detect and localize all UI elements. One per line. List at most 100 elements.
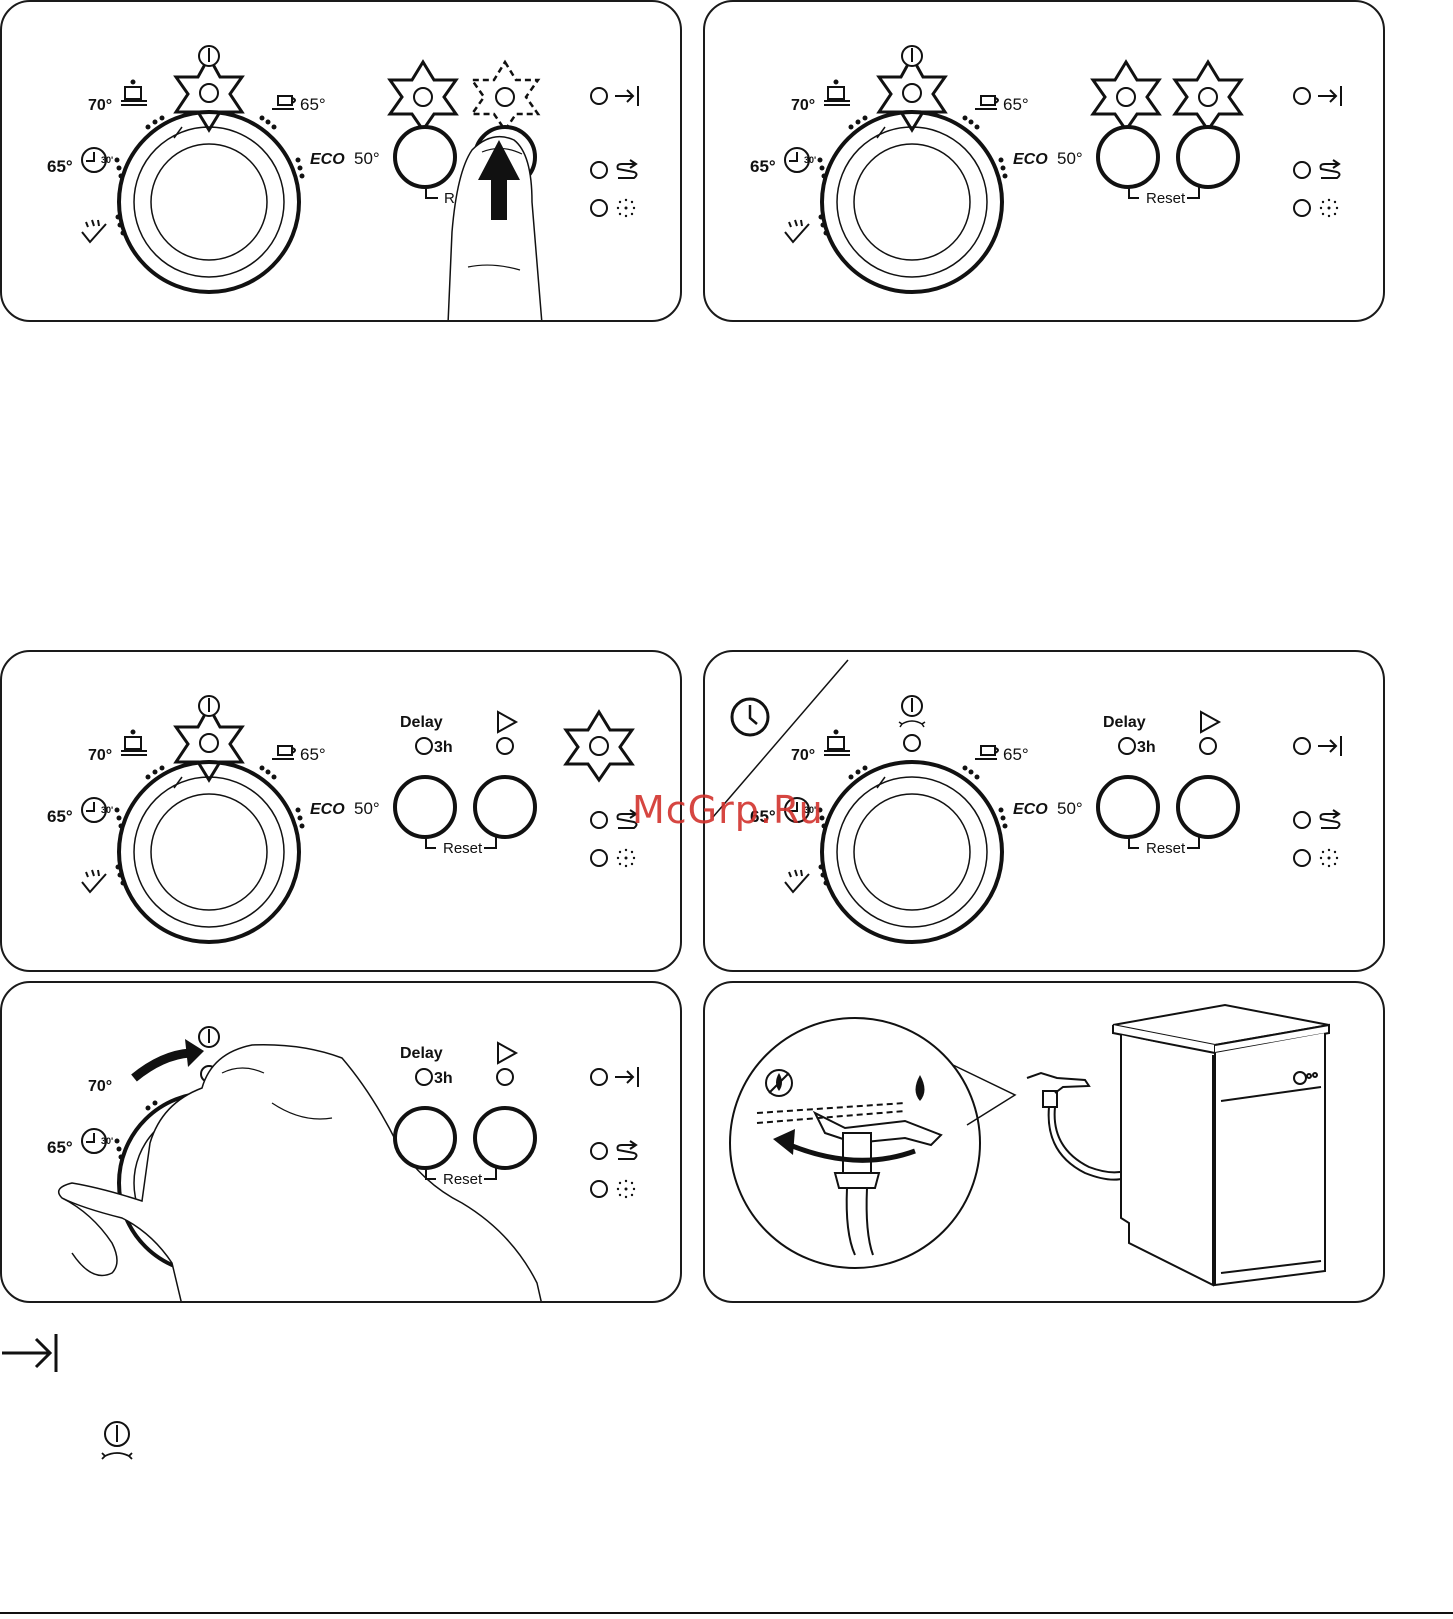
start-button[interactable]	[1178, 127, 1238, 187]
watermark: McGrp.Ru	[632, 788, 824, 832]
cup-icon	[975, 746, 998, 759]
start-indicator-flashing	[472, 62, 538, 130]
pots-icon	[121, 731, 147, 756]
dial-dots	[115, 766, 305, 886]
timer-30-label: 30'	[804, 155, 816, 165]
status-lights	[1294, 736, 1341, 867]
end-arrow-icon	[1318, 86, 1341, 106]
label-eco-temp: 50°	[1057, 149, 1083, 168]
delay-button[interactable]	[1098, 127, 1158, 187]
delay-button[interactable]	[395, 777, 455, 837]
label-eco-temp: 50°	[354, 149, 380, 168]
delay-label: Delay	[400, 714, 443, 731]
salt-refill-icon	[618, 1141, 637, 1159]
start-button[interactable]	[475, 777, 535, 837]
bottom-rule	[0, 1612, 1453, 1614]
label-70: 70°	[88, 97, 112, 114]
program-dial[interactable]	[822, 762, 1002, 942]
label-eco: ECO	[310, 151, 345, 168]
dial-dots	[818, 766, 1008, 886]
delay-button[interactable]	[1098, 777, 1158, 837]
program-dial[interactable]	[119, 762, 299, 942]
label-eco: ECO	[1013, 801, 1048, 818]
status-lights	[591, 86, 638, 217]
label-65-right: 65°	[300, 745, 326, 764]
timer-30-icon: 30'	[785, 148, 816, 172]
panel-both-flashing: 70° 65° 30' 65° ECO 50° Reset	[703, 0, 1385, 322]
start-indicator	[1200, 738, 1216, 754]
dial-dots	[115, 116, 305, 236]
panel-end-flashing: 70° 65° 30' 65° ECO 50° Delay 3h Reset	[0, 650, 682, 972]
delay-label: Delay	[400, 1045, 443, 1062]
power-icon	[899, 696, 925, 727]
power-icon	[97, 1418, 137, 1464]
rotate-arrow-icon	[134, 1039, 204, 1078]
label-65-right: 65°	[1003, 95, 1029, 114]
power-icon	[199, 696, 219, 716]
timer-30-label: 30'	[101, 155, 113, 165]
timer-30-icon: 30'	[82, 1129, 113, 1153]
play-icon	[1201, 712, 1219, 732]
prewash-icon	[785, 220, 809, 242]
program-dial[interactable]	[822, 112, 1002, 292]
salt-refill-icon	[1321, 160, 1340, 178]
label-eco: ECO	[310, 801, 345, 818]
end-arrow-icon	[0, 1328, 70, 1378]
clock-icon	[732, 699, 768, 735]
delay-hours: 3h	[434, 1070, 453, 1087]
dishwasher-illustration	[1113, 1005, 1329, 1285]
panel-turn-off: 70° 65° 30' Delay 3h Reset	[0, 981, 682, 1303]
start-button[interactable]	[475, 1108, 535, 1168]
wall-tap-illustration	[1027, 1073, 1125, 1180]
tap-detail-circle	[730, 1018, 1015, 1268]
play-icon	[498, 712, 516, 732]
delay-indicator-flashing	[390, 62, 456, 130]
label-eco-temp: 50°	[354, 799, 380, 818]
delay-indicator	[416, 738, 432, 754]
start-indicator	[497, 1069, 513, 1085]
label-70: 70°	[88, 1078, 112, 1095]
prewash-icon	[785, 870, 809, 892]
power-indicator-flashing	[176, 707, 242, 780]
status-lights	[1294, 86, 1341, 217]
reset-label: Reset	[1146, 840, 1186, 857]
timer-30-label: 30'	[101, 805, 113, 815]
delay-hours: 3h	[1137, 739, 1156, 756]
rinse-aid-icon	[617, 1180, 635, 1198]
timer-30-label: 30'	[101, 1136, 113, 1146]
timer-30-icon: 30'	[82, 148, 113, 172]
label-eco-temp: 50°	[1057, 799, 1083, 818]
power-icon	[199, 1027, 219, 1047]
power-icon	[199, 46, 219, 66]
pots-icon	[824, 731, 850, 756]
panel-press-start: 70° 65° 30' 65° ECO 50° Re	[0, 0, 682, 322]
salt-refill-icon	[618, 160, 637, 178]
label-65-right: 65°	[1003, 745, 1029, 764]
program-dial[interactable]	[119, 112, 299, 292]
status-lights	[591, 810, 637, 867]
delay-button[interactable]	[395, 1108, 455, 1168]
reset-label: Reset	[443, 1171, 483, 1188]
delay-hours: 3h	[434, 739, 453, 756]
power-indicator-flashing	[879, 57, 945, 130]
rinse-aid-icon	[1320, 849, 1338, 867]
label-65-left: 65°	[750, 157, 776, 176]
panel-close-tap	[703, 981, 1385, 1303]
start-indicator-flashing	[1175, 62, 1241, 130]
delay-button[interactable]	[395, 127, 455, 187]
rinse-aid-icon	[617, 849, 635, 867]
timer-30-icon: 30'	[82, 798, 113, 822]
pots-icon	[824, 81, 850, 106]
label-70: 70°	[791, 747, 815, 764]
power-icon	[902, 46, 922, 66]
cup-icon	[272, 746, 295, 759]
cup-icon	[272, 96, 295, 109]
start-button[interactable]	[1178, 777, 1238, 837]
label-70: 70°	[791, 97, 815, 114]
reset-label: Reset	[443, 840, 483, 857]
prewash-icon	[82, 220, 106, 242]
cup-icon	[975, 96, 998, 109]
end-indicator-flashing	[566, 712, 632, 780]
label-65-right: 65°	[300, 95, 326, 114]
delay-indicator	[1119, 738, 1135, 754]
